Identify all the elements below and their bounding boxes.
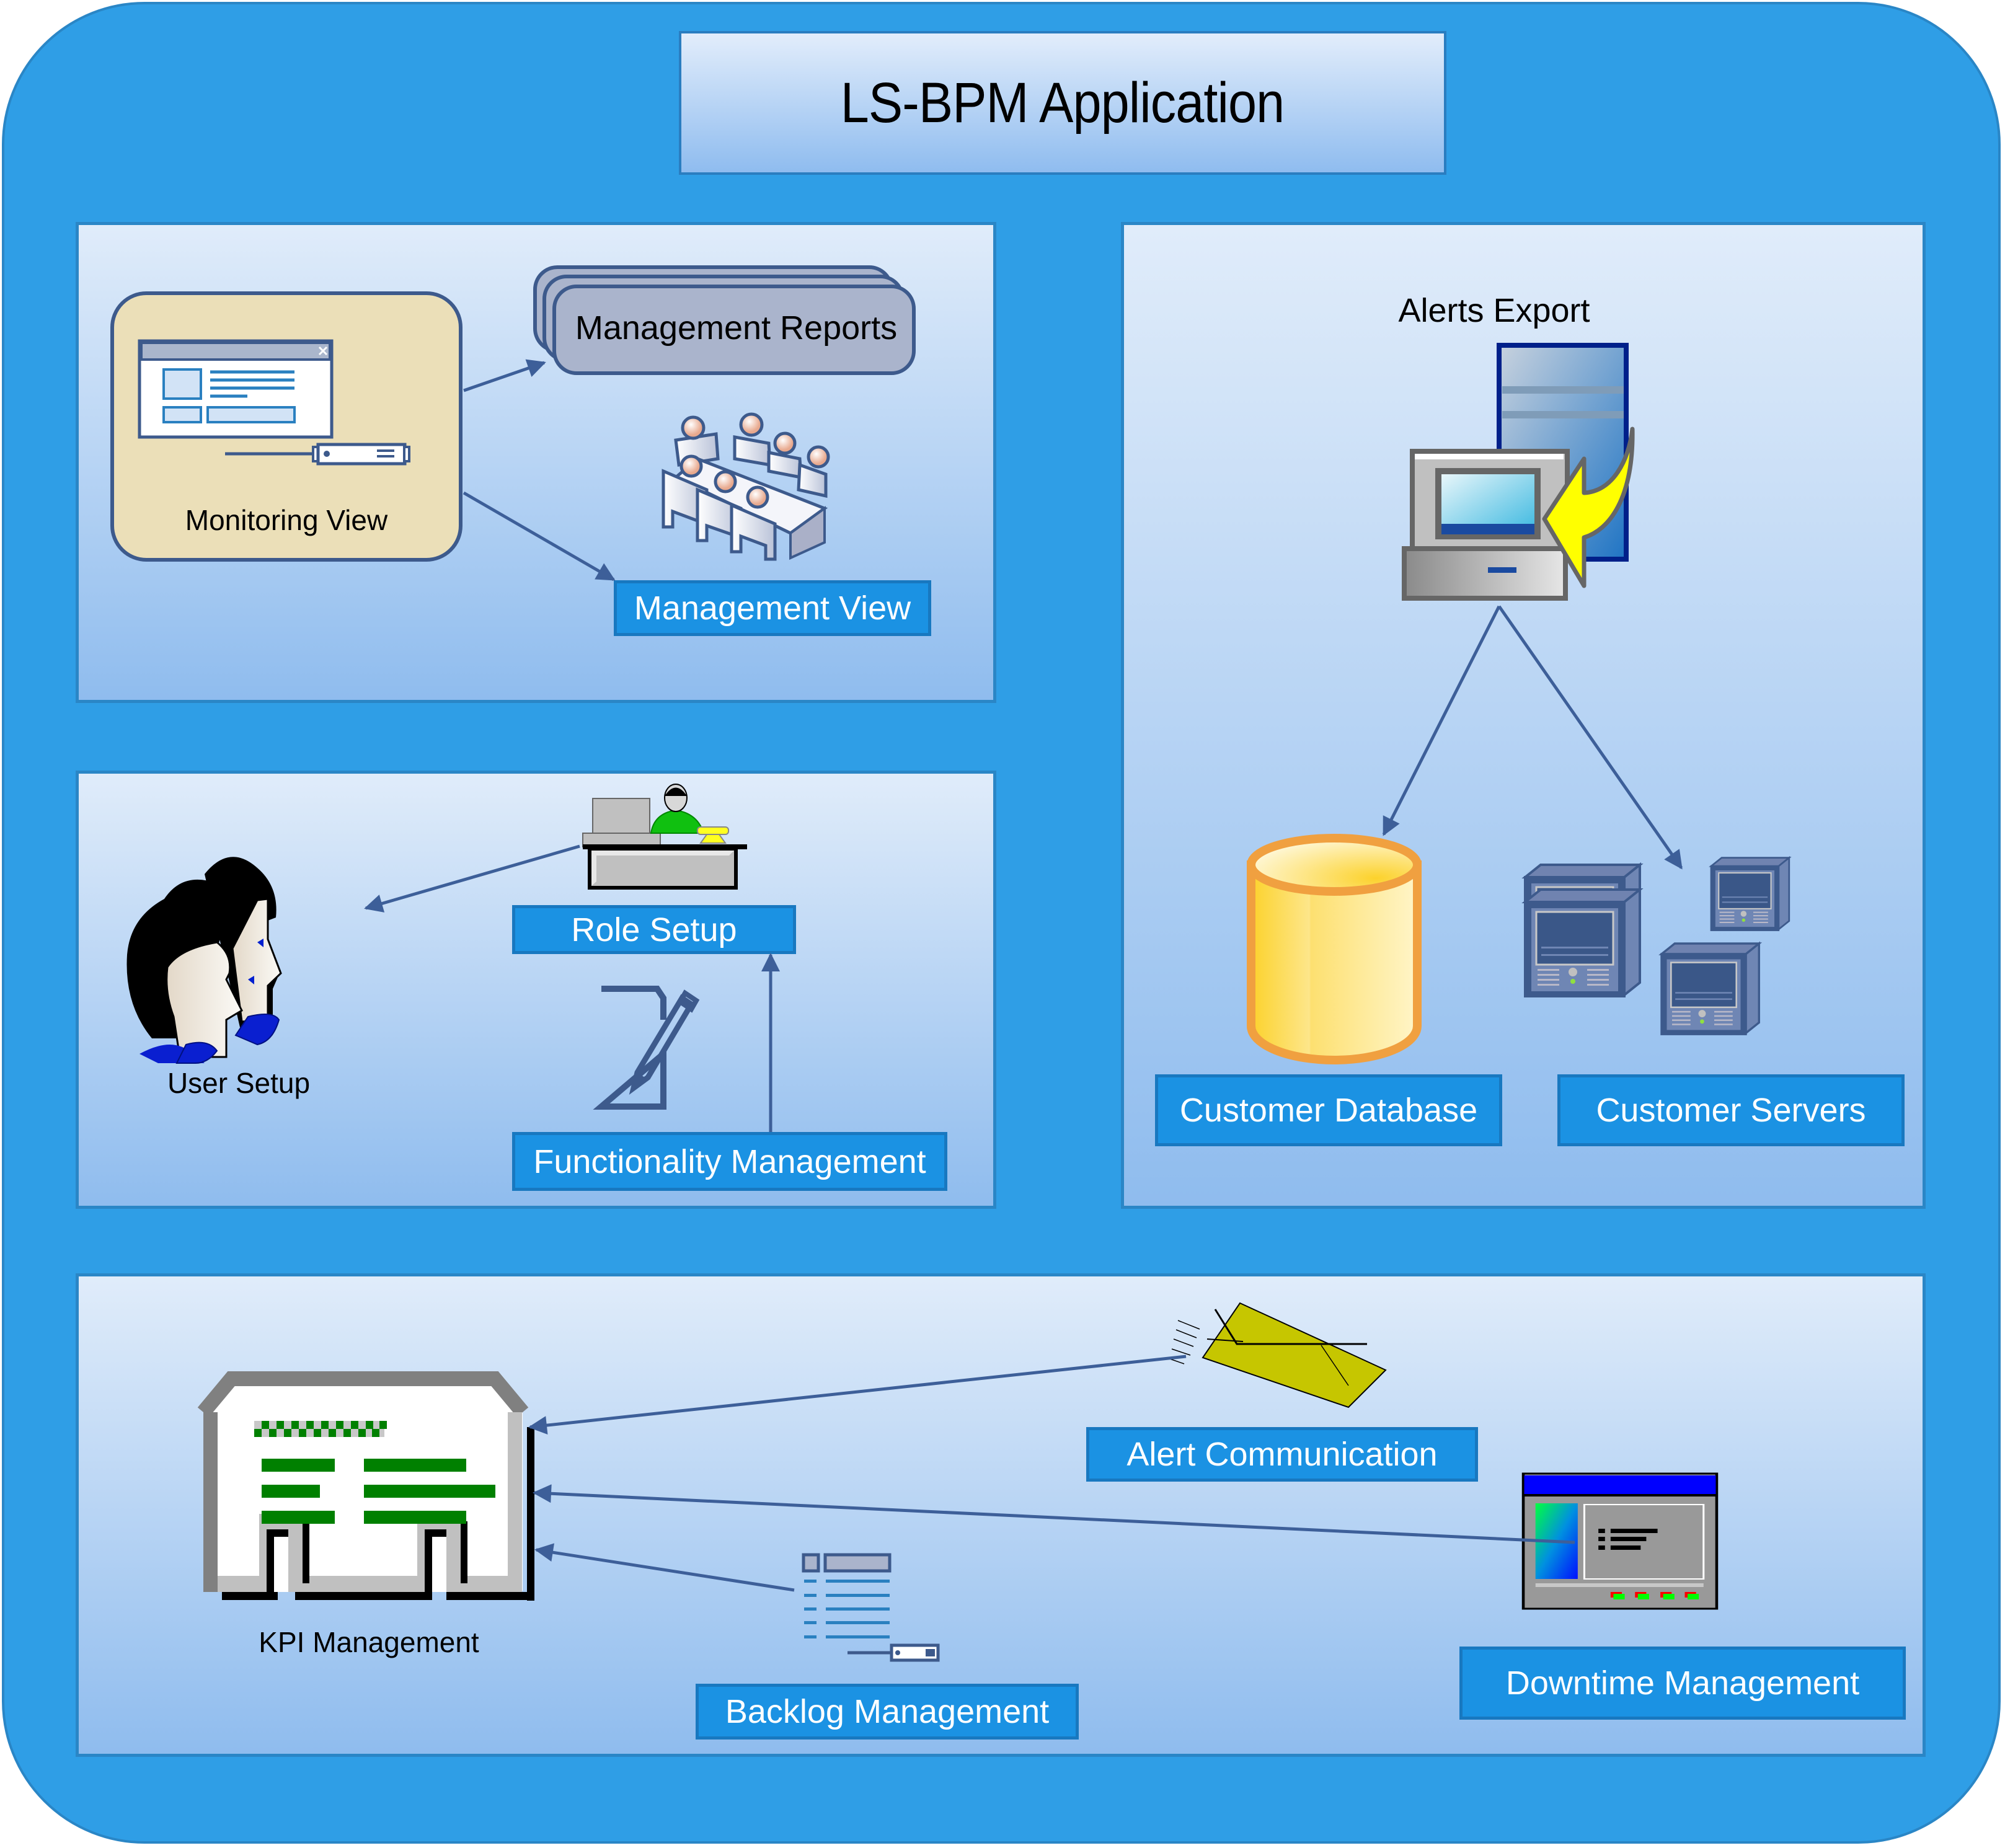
role-setup-desk-icon	[582, 782, 750, 894]
downtime-management-button[interactable]: Downtime Management	[1459, 1647, 1906, 1720]
alert-communication-button[interactable]: Alert Communication	[1086, 1427, 1478, 1482]
page-title: LS-BPM Application	[841, 71, 1285, 135]
user-setup-icon[interactable]	[124, 849, 347, 1064]
kpi-management-label: KPI Management	[259, 1626, 479, 1658]
slider-icon	[225, 443, 410, 466]
management-view-button[interactable]: Management View	[614, 580, 931, 636]
functionality-management-button[interactable]: Functionality Management	[512, 1132, 947, 1191]
alerts-export-computer-icon[interactable]	[1398, 338, 1635, 608]
edit-document-icon	[593, 986, 728, 1113]
management-reports-stack[interactable]	[533, 265, 918, 377]
management-reports-label: Management Reports	[575, 309, 898, 347]
kpi-management-icon[interactable]	[197, 1371, 535, 1610]
monitoring-view-card[interactable]	[110, 291, 463, 562]
meeting-table-icon	[639, 397, 831, 564]
customer-servers-button[interactable]: Customer Servers	[1557, 1074, 1905, 1146]
backlog-list-icon	[772, 1550, 995, 1665]
downtime-window-icon	[1521, 1472, 1719, 1610]
servers-icon	[1521, 852, 1804, 1038]
role-setup-button[interactable]: Role Setup	[512, 905, 796, 954]
customer-database-button[interactable]: Customer Database	[1155, 1074, 1502, 1146]
alerts-export-label: Alerts Export	[1398, 292, 1590, 329]
user-setup-label: User Setup	[167, 1067, 311, 1099]
window-icon	[138, 339, 334, 439]
envelope-icon	[1150, 1302, 1387, 1413]
monitoring-view-label: Monitoring View	[185, 504, 388, 536]
database-cylinder-icon	[1246, 834, 1423, 1069]
title-box: LS-BPM Application	[679, 31, 1446, 175]
backlog-management-button[interactable]: Backlog Management	[696, 1684, 1079, 1740]
